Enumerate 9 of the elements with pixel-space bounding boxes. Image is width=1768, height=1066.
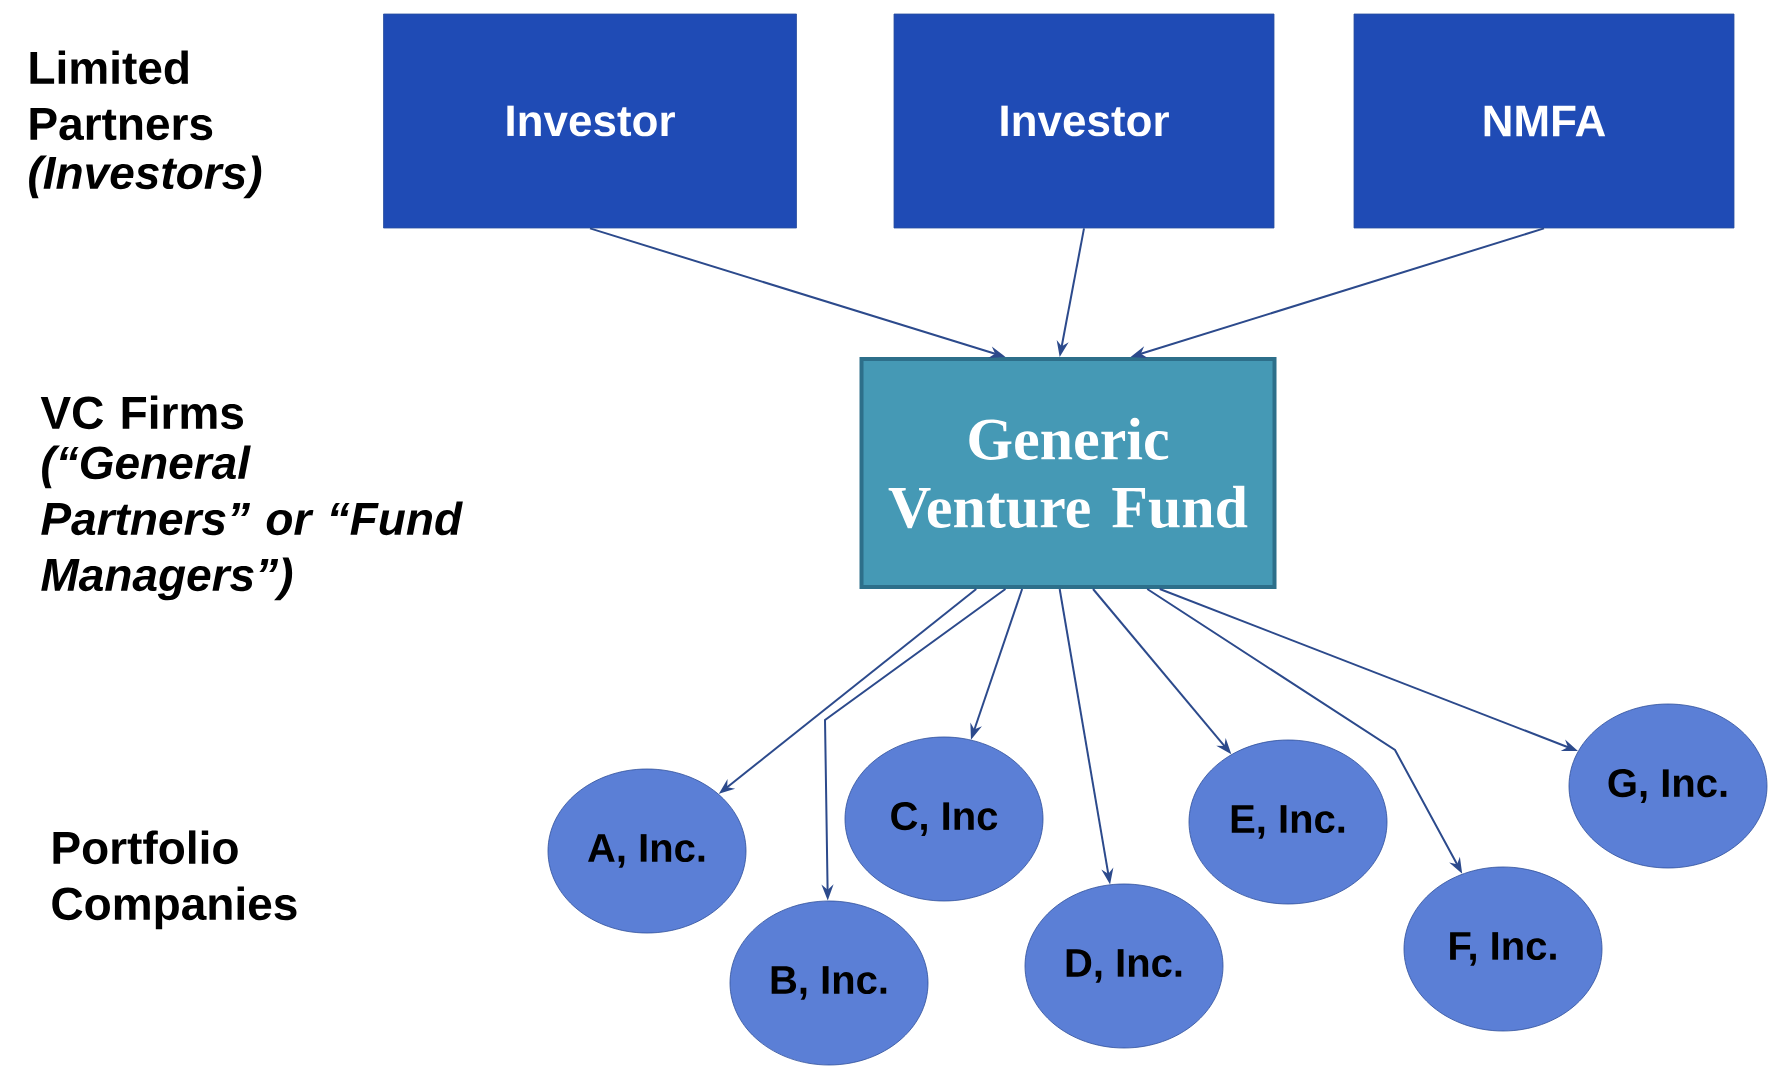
side-label: (“General Partners” or “Fund Managers”) bbox=[41, 445, 463, 601]
investor-box: Investor bbox=[893, 13, 1275, 229]
investor-box: Investor bbox=[383, 13, 797, 229]
side-label: (Investors) bbox=[29, 155, 262, 199]
investor-box: NMFA bbox=[1353, 13, 1735, 229]
side-label: Limited Partners bbox=[30, 50, 213, 141]
side-label: VC Firms bbox=[40, 395, 243, 430]
fund-box: Generic Venture Fund bbox=[859, 357, 1277, 589]
side-label: Portfolio Companies bbox=[52, 830, 297, 930]
